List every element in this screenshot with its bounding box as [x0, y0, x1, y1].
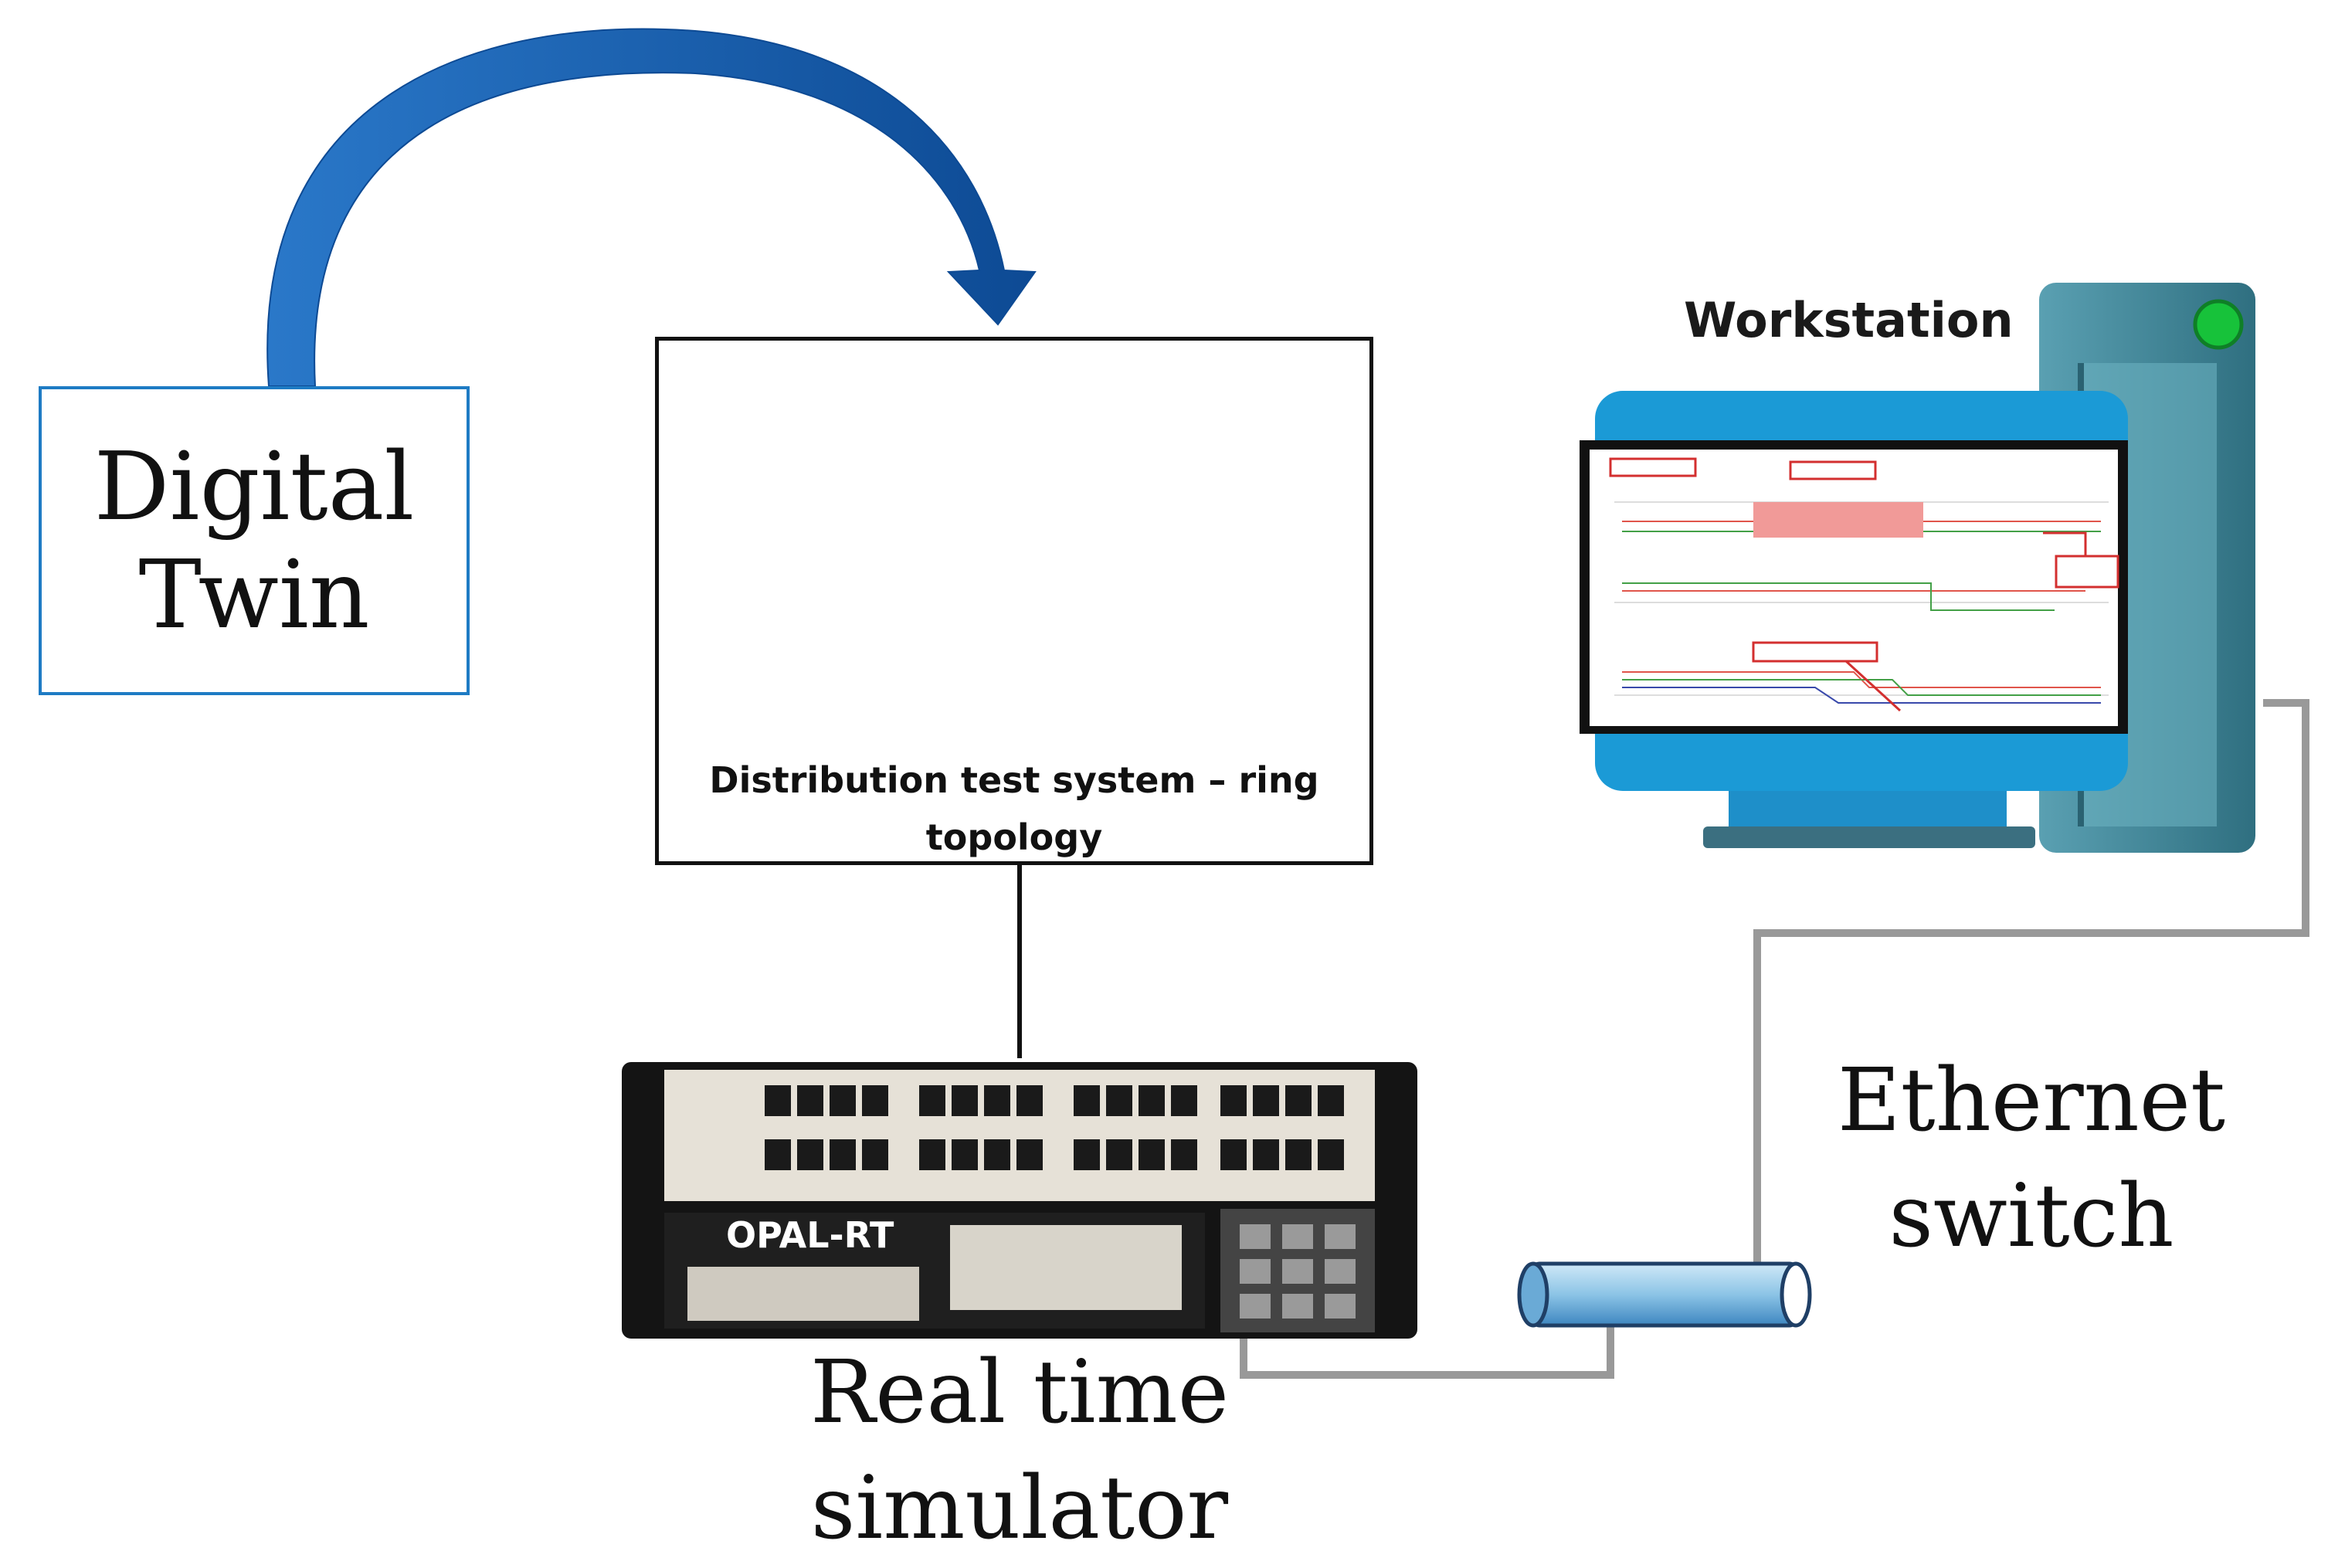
- rj45-port-icon: [952, 1139, 978, 1170]
- rj45-port-icon: [1220, 1139, 1247, 1170]
- rj45-port-icon: [1325, 1294, 1356, 1319]
- rj45-port-icon: [1139, 1085, 1165, 1116]
- rj45-port-icon: [797, 1085, 823, 1116]
- topology-caption-line1: Distribution test system – ring: [709, 759, 1319, 801]
- ethernet-switch-label: Ethernet switch: [1837, 1050, 2226, 1267]
- rj45-port-icon: [1253, 1085, 1279, 1116]
- rj45-port-icon: [862, 1085, 888, 1116]
- rj45-port-icon: [1016, 1139, 1043, 1170]
- rj45-port-icon: [1220, 1085, 1247, 1116]
- rj45-port-icon: [919, 1139, 945, 1170]
- rj45-port-icon: [1240, 1294, 1271, 1319]
- topology-caption-line2: topology: [925, 816, 1103, 858]
- rj45-port-icon: [1325, 1259, 1356, 1284]
- monitor-screen: [1590, 450, 2119, 726]
- rj45-port-icon: [984, 1085, 1010, 1116]
- simulator-label: Real time simulator: [809, 1342, 1230, 1559]
- rj45-port-icon: [1106, 1139, 1132, 1170]
- digital-twin-box: Digital Twin: [39, 386, 470, 695]
- rj45-port-icon: [1253, 1139, 1279, 1170]
- simulator-rack-icon: [622, 1062, 1417, 1339]
- rj45-port-icon: [765, 1085, 791, 1116]
- rj45-port-icon: [984, 1139, 1010, 1170]
- rj45-port-icon: [1171, 1085, 1197, 1116]
- ethernet-cable: [1753, 699, 2309, 1271]
- rj45-port-icon: [919, 1085, 945, 1116]
- rj45-port-icon: [1318, 1085, 1344, 1116]
- rj45-port-icon: [1285, 1139, 1312, 1170]
- rj45-port-icon: [765, 1139, 791, 1170]
- rj45-port-icon: [862, 1139, 888, 1170]
- simulator-brand: OPAL-RT: [726, 1214, 894, 1256]
- ethernet-switch-icon: [1517, 1261, 1812, 1328]
- rj45-port-icon: [830, 1139, 856, 1170]
- rj45-port-icon: [1139, 1139, 1165, 1170]
- topology-panel: Distribution test system – ring topology: [655, 337, 1373, 865]
- rj45-port-icon: [1106, 1085, 1132, 1116]
- digital-twin-label: Digital Twin: [93, 431, 415, 650]
- rj45-port-icon: [1325, 1224, 1356, 1249]
- rj45-port-icon: [1282, 1259, 1313, 1284]
- rj45-port-icon: [1285, 1085, 1312, 1116]
- rj45-port-icon: [1171, 1139, 1197, 1170]
- rj45-port-icon: [1074, 1139, 1100, 1170]
- rj45-port-icon: [1282, 1294, 1313, 1319]
- rj45-port-icon: [797, 1139, 823, 1170]
- rj45-port-icon: [1240, 1259, 1271, 1284]
- rj45-port-icon: [1074, 1085, 1100, 1116]
- rj45-port-icon: [952, 1085, 978, 1116]
- topology-caption: Distribution test system – ring topology: [659, 752, 1369, 866]
- rj45-port-icon: [1240, 1224, 1271, 1249]
- rj45-port-icon: [1318, 1139, 1344, 1170]
- rj45-port-icon: [1016, 1085, 1043, 1116]
- curved-arrow-icon: [266, 28, 1037, 387]
- workstation-label: Workstation: [1684, 292, 2014, 348]
- rj45-port-icon: [1282, 1224, 1313, 1249]
- rj45-port-icon: [830, 1085, 856, 1116]
